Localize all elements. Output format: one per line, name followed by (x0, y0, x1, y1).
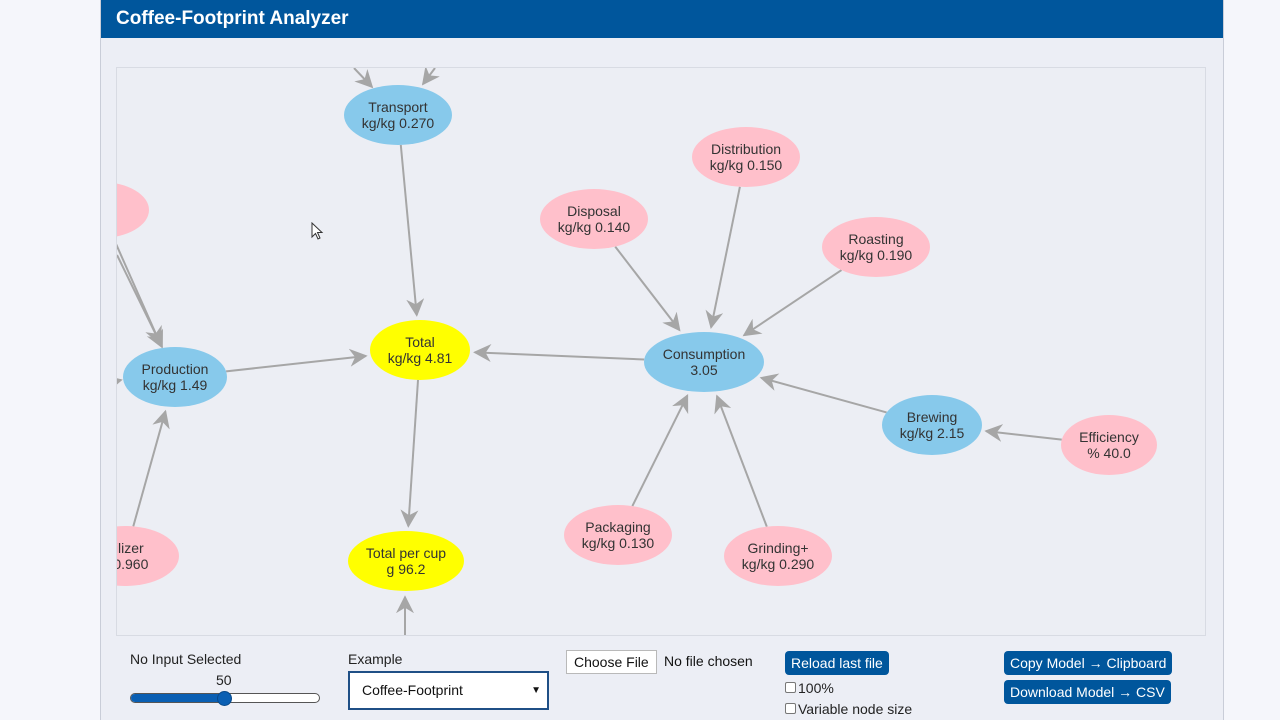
download-model-button[interactable]: Download Model → CSV (1004, 680, 1171, 704)
chevron-down-icon: ▼ (531, 685, 541, 696)
node-shape[interactable] (540, 189, 648, 249)
node-culture[interactable]: ure60 (117, 182, 149, 238)
edge-production-total (225, 348, 368, 373)
node-label: Grinding+ (747, 540, 808, 556)
node-label: Disposal (567, 203, 621, 219)
node-shape[interactable] (117, 182, 149, 238)
node-value: g 96.2 (387, 561, 426, 577)
edge-culture-production (117, 243, 162, 346)
node-fertilizer[interactable]: rtilizerg 0.960 (117, 526, 179, 586)
example-label: Example (348, 651, 403, 667)
slider-value: 50 (216, 672, 232, 688)
node-value: kg/kg 0.130 (582, 535, 655, 551)
edge-offscreen-transport-a (353, 68, 374, 89)
node-value: g 0.960 (117, 556, 149, 572)
edge-total-totalcup (400, 379, 420, 528)
edge-distribution-consumption (705, 186, 741, 330)
reload-button[interactable]: Reload last file (785, 651, 889, 675)
node-shape[interactable] (348, 531, 464, 591)
node-label: Transport (368, 99, 428, 115)
checkbox-variable-label: Variable node size (798, 701, 913, 717)
node-shape[interactable] (724, 526, 832, 586)
edge-offscreen-culture-production (117, 254, 163, 349)
checkbox-variable-size[interactable]: Variable node size (785, 701, 912, 717)
node-label: Consumption (663, 346, 746, 362)
node-label: Production (142, 361, 209, 377)
edge-efficiency-brewing (984, 423, 1062, 442)
checkbox-100-label: 100% (798, 680, 834, 696)
edge-roasting-consumption (742, 269, 843, 337)
edge-offscreen-production (117, 375, 123, 393)
edge-fertilizer-production (132, 409, 170, 527)
node-value: 3.05 (690, 362, 717, 378)
checkbox-100[interactable]: 100% (785, 680, 834, 696)
edge-grinding-consumption (714, 394, 768, 528)
node-shape[interactable] (370, 320, 470, 380)
edge-transport-total (399, 144, 425, 317)
node-label: rtilizer (117, 540, 144, 556)
node-shape[interactable] (123, 347, 227, 407)
choose-file-button[interactable]: Choose File (566, 650, 657, 674)
node-shape[interactable] (1061, 415, 1157, 475)
mouse-cursor-icon (311, 222, 324, 240)
node-grinding[interactable]: Grinding+kg/kg 0.290 (724, 526, 832, 586)
slider-thumb[interactable] (217, 691, 232, 706)
node-shape[interactable] (344, 85, 452, 145)
node-label: Efficiency (1079, 429, 1139, 445)
node-label: Brewing (907, 409, 958, 425)
example-select[interactable]: Coffee-Footprint ▼ (348, 671, 549, 710)
node-shape[interactable] (644, 332, 764, 392)
node-value: kg/kg 0.150 (710, 157, 783, 173)
node-shape[interactable] (822, 217, 930, 277)
node-value: kg/kg 0.290 (742, 556, 815, 572)
node-label: Total per cup (366, 545, 446, 561)
node-value: kg/kg 2.15 (900, 425, 965, 441)
node-value: kg/kg 4.81 (388, 350, 453, 366)
file-status: No file chosen (664, 653, 753, 669)
edge-brewing-consumption (759, 373, 887, 414)
node-label: Distribution (711, 141, 781, 157)
node-value: kg/kg 0.190 (840, 247, 913, 263)
copy-model-button[interactable]: Copy Model → Clipboard (1004, 651, 1173, 675)
node-label: Total (405, 334, 435, 350)
node-efficiency[interactable]: Efficiency% 40.0 (1061, 415, 1157, 475)
node-label: Roasting (848, 231, 903, 247)
node-shape[interactable] (117, 526, 179, 586)
example-selected-value: Coffee-Footprint (362, 682, 463, 698)
checkbox-box[interactable] (785, 703, 796, 714)
node-value: % 40.0 (1087, 445, 1131, 461)
node-value: kg/kg 0.270 (362, 115, 435, 131)
node-shape[interactable] (692, 127, 800, 187)
checkbox-box[interactable] (785, 682, 796, 693)
slider-fill (131, 694, 225, 702)
node-shape[interactable] (882, 395, 982, 455)
app-title: Coffee-Footprint Analyzer (101, 0, 1223, 38)
node-shape[interactable] (564, 505, 672, 565)
input-status-label: No Input Selected (130, 651, 242, 667)
node-label: Packaging (585, 519, 650, 535)
edge-packaging-consumption (631, 393, 689, 507)
node-value: kg/kg 1.49 (143, 377, 208, 393)
edge-offscreen-transport-b (421, 68, 440, 86)
edge-consumption-total (473, 344, 645, 362)
node-value: kg/kg 0.140 (558, 219, 631, 235)
edge-disposal-consumption (614, 245, 681, 332)
